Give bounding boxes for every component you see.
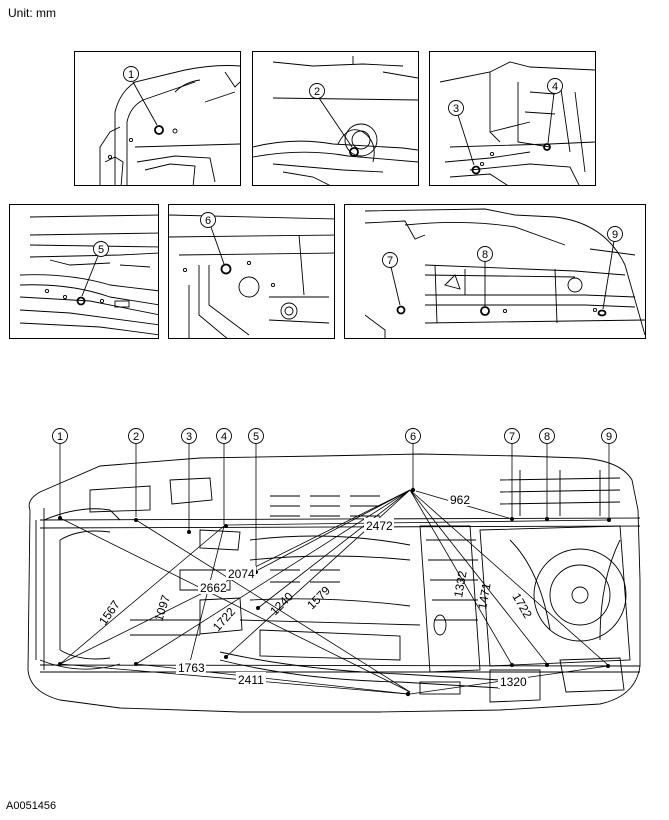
detail-panel-6: 6 <box>168 204 335 339</box>
dim-1579: 1579 <box>304 583 333 612</box>
callout-6: 6 <box>205 215 211 227</box>
detail-panel-3-4: 3 4 <box>429 51 596 186</box>
dim-1722-right: 1722 <box>509 591 535 621</box>
main-callout-1: 1 <box>57 431 63 443</box>
main-callout-2: 2 <box>133 431 139 443</box>
target-hole-4 <box>543 143 551 151</box>
detail-panel-1: 1 <box>74 51 241 186</box>
callout-8: 8 <box>482 249 488 261</box>
dim-2662: 2662 <box>200 581 227 595</box>
figure-id: A0051456 <box>6 800 57 812</box>
callout-1: 1 <box>128 69 134 81</box>
dim-1722-left: 1722 <box>210 605 238 634</box>
detail-panel-7-8-9: 7 8 9 <box>344 204 646 339</box>
target-hole-5 <box>76 296 86 306</box>
unit-label: Unit: mm <box>8 6 56 20</box>
main-callout-6: 6 <box>410 431 416 443</box>
target-hole-7 <box>396 305 406 315</box>
dim-2411: 2411 <box>238 673 264 687</box>
main-callout-5: 5 <box>253 431 259 443</box>
callout-7: 7 <box>387 255 393 267</box>
dim-1471: 1471 <box>475 581 493 610</box>
dim-2472: 2472 <box>366 519 393 533</box>
main-callout-4: 4 <box>221 431 227 443</box>
main-callout-8: 8 <box>544 431 550 443</box>
dim-1097: 1097 <box>152 593 174 623</box>
main-callout-3: 3 <box>186 431 192 443</box>
dim-2074: 2074 <box>228 567 255 581</box>
target-hole-8 <box>480 306 490 316</box>
target-hole-1 <box>154 125 164 135</box>
target-hole-3 <box>471 165 481 175</box>
main-callout-7: 7 <box>509 431 515 443</box>
callout-4: 4 <box>552 81 558 93</box>
target-hole-6 <box>220 263 232 275</box>
dim-1240: 1240 <box>267 589 296 618</box>
target-hole-9 <box>597 309 607 317</box>
callout-3: 3 <box>453 103 459 115</box>
dim-962: 962 <box>450 493 470 507</box>
detail-panel-5: 5 <box>9 204 159 339</box>
dim-1567: 1567 <box>96 598 123 628</box>
underbody-diagram: 1 2 3 4 5 6 7 8 9 962 2472 2074 2662 124… <box>0 420 669 740</box>
callout-2: 2 <box>314 86 320 98</box>
dim-1763: 1763 <box>178 661 205 675</box>
callout-9: 9 <box>612 229 618 241</box>
callout-5: 5 <box>98 244 104 256</box>
target-hole-2 <box>349 147 359 157</box>
detail-panel-2: 2 <box>252 51 419 186</box>
dim-1332: 1332 <box>451 569 469 598</box>
dim-1320: 1320 <box>500 675 527 689</box>
main-callout-9: 9 <box>606 431 612 443</box>
